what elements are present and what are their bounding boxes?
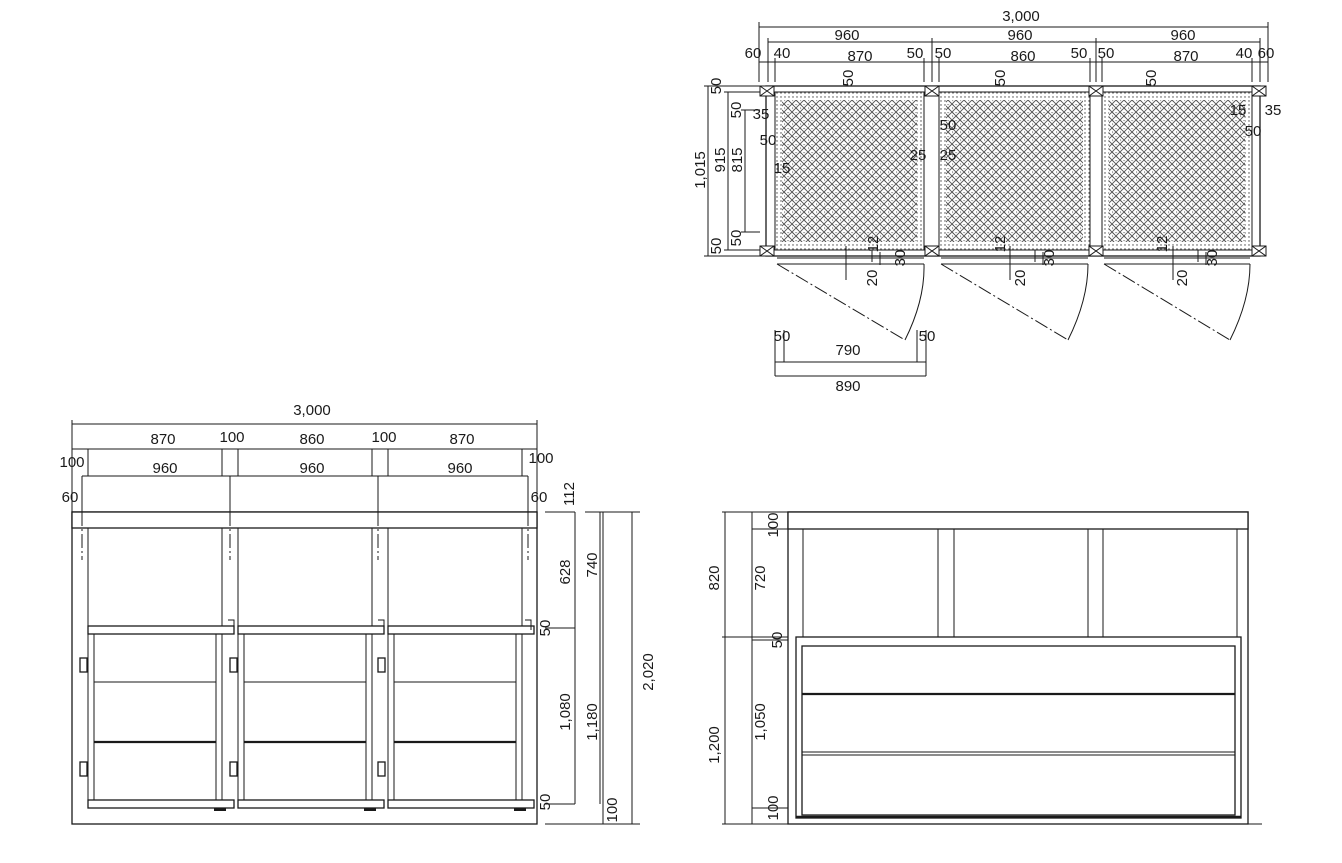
- dimension-label: 50: [728, 230, 745, 247]
- post-icons: [759, 85, 1267, 257]
- dimension-label: 1,180: [584, 703, 601, 741]
- dimension-label: 960: [834, 27, 859, 44]
- dimension-label: 100: [59, 454, 84, 471]
- side-dimension-lines: [722, 511, 1262, 825]
- dimension-label: 3,000: [1002, 8, 1040, 25]
- dimension-label: 50: [1143, 70, 1160, 87]
- front-dimension-labels: 3,000 870 100 860 100 870 100 960 960 960 100 60 60 1…: [59, 402, 657, 823]
- dimension-label: 100: [528, 450, 553, 467]
- door-swings: [776, 246, 1251, 341]
- dimension-label: 870: [150, 431, 175, 448]
- dimension-label: 915: [712, 147, 729, 172]
- dimension-label: 1,050: [752, 703, 769, 741]
- dimension-label: 50: [1098, 45, 1115, 62]
- dimension-label: 20: [1174, 270, 1191, 287]
- plan-dimension-lines: [704, 22, 1269, 377]
- dimension-label: 870: [449, 431, 474, 448]
- dimension-label: 720: [752, 565, 769, 590]
- dimension-label: 960: [447, 460, 472, 477]
- side-elevation: 820 720 100 50 1,200 1,050 100: [706, 511, 1262, 825]
- dimension-label: 100: [765, 512, 782, 537]
- dimension-label: 960: [1170, 27, 1195, 44]
- dimension-label: 60: [62, 489, 79, 506]
- dimension-label: 30: [1041, 250, 1058, 267]
- dimension-label: 50: [1071, 45, 1088, 62]
- dimension-label: 50: [935, 45, 952, 62]
- dimension-label: 50: [537, 794, 554, 811]
- dimension-label: 3,000: [293, 402, 331, 419]
- dimension-label: 740: [584, 552, 601, 577]
- dimension-label: 100: [219, 429, 244, 446]
- dimension-label: 2,020: [640, 653, 657, 691]
- dimension-label: 20: [864, 270, 881, 287]
- dimension-label: 50: [769, 632, 786, 649]
- dimension-label: 60: [531, 489, 548, 506]
- dimension-label: 50: [708, 238, 725, 255]
- dimension-label: 860: [299, 431, 324, 448]
- dimension-label: 12: [1154, 236, 1171, 253]
- dimension-label: 40: [1236, 45, 1253, 62]
- side-dimension-labels: 820 720 100 50 1,200 1,050 100: [706, 512, 786, 820]
- dimension-label: 790: [835, 342, 860, 359]
- dimension-label: 820: [706, 565, 723, 590]
- dimension-label: 860: [1010, 48, 1035, 65]
- dimension-label: 100: [371, 429, 396, 446]
- dimension-label: 15: [774, 160, 791, 177]
- dimension-label: 60: [1258, 45, 1275, 62]
- dimension-label: 40: [774, 45, 791, 62]
- dimension-label: 50: [919, 328, 936, 345]
- dimension-label: 870: [1173, 48, 1198, 65]
- hinge-icons: [79, 619, 532, 777]
- dimension-label: 50: [992, 70, 1009, 87]
- dimension-label: 30: [1204, 250, 1221, 267]
- dimension-label: 628: [557, 559, 574, 584]
- dimension-label: 960: [1007, 27, 1032, 44]
- front-frame: [71, 511, 538, 825]
- dimension-label: 35: [1265, 102, 1282, 119]
- dimension-label: 35: [753, 106, 770, 123]
- dimension-label: 960: [299, 460, 324, 477]
- dimension-label: 1,200: [706, 726, 723, 764]
- plan-frame: [759, 85, 1267, 341]
- dimension-label: 50: [537, 620, 554, 637]
- side-frame: [787, 511, 1249, 825]
- dimension-label: 12: [865, 236, 882, 253]
- dimension-label: 20: [1012, 270, 1029, 287]
- front-elevation: 3,000 870 100 860 100 870 100 960 960 960 100 60 60 1…: [59, 402, 657, 825]
- dimension-label: 50: [907, 45, 924, 62]
- dimension-label: 50: [760, 132, 777, 149]
- dimension-label: 30: [892, 250, 909, 267]
- dimension-label: 1,015: [692, 151, 709, 189]
- dimension-label: 50: [708, 78, 725, 95]
- dimension-label: 25: [940, 147, 957, 164]
- dimension-label: 50: [840, 70, 857, 87]
- dimension-label: 60: [745, 45, 762, 62]
- dimension-label: 50: [774, 328, 791, 345]
- dimension-label: 815: [729, 147, 746, 172]
- dimension-label: 890: [835, 378, 860, 395]
- dimension-label: 15: [1230, 102, 1247, 119]
- dimension-label: 12: [992, 236, 1009, 253]
- dimension-label: 100: [604, 797, 621, 822]
- front-dimension-lines: [71, 420, 640, 825]
- dimension-label: 870: [847, 48, 872, 65]
- dimension-label: 50: [1245, 123, 1262, 140]
- dimension-label: 100: [765, 795, 782, 820]
- dimension-label: 1,080: [557, 693, 574, 731]
- dimension-label: 112: [561, 482, 578, 506]
- dimension-label: 25: [910, 147, 927, 164]
- dimension-label: 960: [152, 460, 177, 477]
- dimension-label: 50: [940, 117, 957, 134]
- dimension-label: 50: [728, 102, 745, 119]
